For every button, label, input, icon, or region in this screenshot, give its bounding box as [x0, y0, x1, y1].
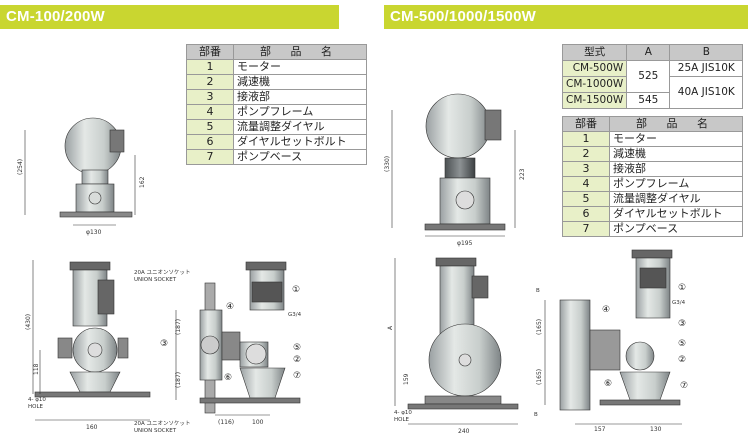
part-no: 3 — [562, 161, 610, 177]
part-name: モーター — [609, 131, 743, 147]
left-callouts: ① ④ ③ ② ⑤ ⑥ ⑦ — [160, 285, 301, 383]
a-cell: 545 — [626, 92, 671, 109]
callout-4: ④ — [602, 305, 610, 315]
part-name: 流量調整ダイヤル — [233, 119, 367, 135]
right-bottom-front-drawing — [394, 257, 519, 425]
callout-7: ⑦ — [293, 371, 301, 381]
part-no: 2 — [186, 74, 234, 90]
right-bottom-side-drawing — [544, 249, 682, 425]
part-name: ポンプフレーム — [609, 176, 743, 192]
g34-label: G3/4 — [288, 312, 302, 318]
col-b: B — [669, 44, 744, 61]
left-section-header: CM-100/200W — [0, 5, 339, 29]
part-name: 減速機 — [609, 146, 743, 162]
dim-phi130: φ130 — [86, 229, 102, 236]
hole-label-en: HOLE — [28, 404, 44, 410]
callout-2: ② — [678, 355, 686, 365]
dim-430: (430) — [25, 314, 32, 330]
dim-330: (330) — [384, 156, 391, 172]
b-label-top: B — [536, 288, 540, 294]
part-no: 6 — [562, 206, 610, 222]
col-part-no: 部番 — [186, 44, 234, 60]
dim-223: 223 — [519, 168, 526, 180]
right-hole-label-en: HOLE — [394, 417, 410, 423]
col-part-name: 部 品 名 — [609, 116, 743, 132]
b-label-bot: B — [534, 412, 538, 418]
dim-116: (116) — [218, 419, 234, 426]
union-socket-top-en: UNION SOCKET — [134, 277, 177, 283]
callout-3: ③ — [678, 319, 686, 329]
dim-130r: 130 — [650, 426, 662, 433]
part-name: モーター — [233, 59, 367, 75]
part-no: 7 — [186, 149, 234, 165]
table-row: CM-1000W 40A JIS10K — [561, 76, 744, 109]
dim-187a: (187) — [175, 319, 182, 335]
callout-1: ① — [292, 285, 300, 295]
union-socket-bot-jp: 20A ユニオンソケット — [134, 420, 191, 427]
right-top-pump-drawing — [391, 93, 516, 237]
a-cell: 525 — [626, 60, 671, 93]
right-callouts: ① ④ ③ ⑤ ② ⑥ ⑦ — [602, 283, 688, 391]
callout-7: ⑦ — [680, 381, 688, 391]
callout-3: ③ — [160, 339, 168, 349]
part-name: 接液部 — [233, 89, 367, 105]
left-bottom-front-drawing — [32, 260, 151, 421]
dim-100: 100 — [252, 419, 264, 426]
dim-240: 240 — [458, 428, 470, 435]
part-name: ポンプベース — [609, 221, 743, 237]
model-cell: CM-1500W — [561, 92, 628, 109]
callout-5: ⑤ — [293, 343, 301, 353]
callout-4: ④ — [226, 302, 234, 312]
left-top-pump-drawing — [24, 117, 136, 226]
right-section-header: CM-500/1000/1500W — [384, 5, 748, 29]
union-socket-bot-en: UNION SOCKET — [134, 428, 177, 434]
dim-165b: (165) — [536, 369, 543, 385]
dim-165a: (165) — [536, 319, 543, 335]
dim-187b: (187) — [175, 372, 182, 388]
part-name: ポンプベース — [233, 149, 367, 165]
right-g34-label: G3/4 — [672, 300, 686, 306]
dim-157: 157 — [594, 426, 606, 433]
callout-1: ① — [678, 283, 686, 293]
dim-162: 162 — [139, 176, 146, 188]
hole-label: 4- φ10 — [28, 397, 46, 403]
dim-118: 118 — [33, 363, 40, 375]
callout-5: ⑤ — [678, 339, 686, 349]
callout-6: ⑥ — [604, 379, 612, 389]
model-cell: CM-1000W — [561, 76, 628, 93]
part-no: 7 — [562, 221, 610, 237]
part-no: 3 — [186, 89, 234, 105]
part-name: ダイヤルセットボルト — [233, 134, 367, 150]
model-table: 型式 A B CM-500W 525 25A JIS10K CM-1000W 4… — [561, 44, 744, 109]
part-name: ポンプフレーム — [233, 104, 367, 120]
dim-254: (254) — [17, 159, 24, 175]
left-bottom-side-drawing — [175, 261, 301, 416]
dim-phi195: φ195 — [457, 240, 473, 247]
dim-A: A — [387, 325, 394, 330]
part-no: 5 — [562, 191, 610, 207]
callout-6: ⑥ — [224, 373, 232, 383]
dim-159: 159 — [403, 373, 410, 385]
part-name: 流量調整ダイヤル — [609, 191, 743, 207]
table-row: CM-1500W 545 — [561, 92, 743, 109]
b-cell: 40A JIS10K — [669, 76, 744, 109]
dim-160: 160 — [86, 424, 98, 431]
union-socket-top-jp: 20A ユニオンソケット — [134, 269, 191, 276]
right-hole-label: 4- φ10 — [394, 410, 412, 416]
callout-2: ② — [293, 355, 301, 365]
